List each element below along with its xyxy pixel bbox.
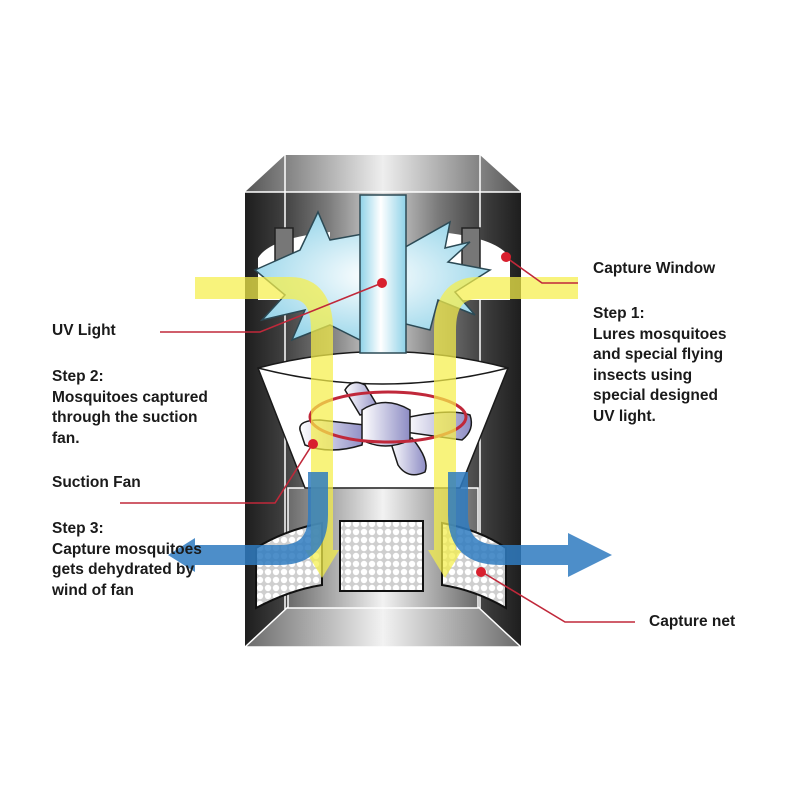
airflow-intake-left [195, 277, 333, 555]
airflow-exhaust [168, 472, 612, 577]
step2-line: fan. [52, 429, 80, 447]
housing-bottom-bevel [243, 606, 523, 648]
fan-blade [389, 437, 427, 476]
step3-heading: Step 3: [52, 520, 104, 537]
window-bracket-right [461, 227, 481, 271]
label-suction-fan: Suction Fan [52, 474, 141, 491]
step2-heading: Step 2: [52, 368, 104, 385]
step1-line: UV light. [593, 407, 656, 425]
uv-light-tube [359, 194, 407, 354]
label-uv-light: UV Light [52, 322, 116, 339]
label-step2: Step 2: Mosquitoes captured through the … [52, 367, 208, 449]
step2-line: Mosquitoes captured [52, 388, 208, 406]
step3-line: Capture mosquitoes [52, 540, 202, 558]
housing-top-bevel [245, 155, 521, 192]
label-step3: Step 3: Capture mosquitoes gets dehydrat… [52, 519, 202, 601]
airflow-exhaust-left-head [168, 538, 195, 572]
leader-dot-uv-light [377, 278, 387, 288]
airflow-intake [195, 277, 578, 578]
leader-dot-suction-fan [308, 439, 318, 449]
fan-hub [361, 401, 411, 447]
step1-line: Lures mosquitoes [593, 325, 727, 343]
leader-capture-window [506, 257, 578, 284]
step2-line: through the suction [52, 409, 198, 426]
capture-net-center [339, 520, 424, 592]
leader-lines [120, 257, 635, 623]
step1-line: and special flying [593, 346, 724, 363]
airflow-intake-right [434, 277, 578, 555]
airflow-exhaust-right [448, 472, 575, 565]
step1-line: special designed [593, 387, 718, 404]
airflow-intake-right-head [428, 550, 462, 578]
leader-suction-fan [120, 444, 313, 504]
label-step1: Step 1: Lures mosquitoes and special fly… [593, 304, 727, 427]
step1-line: insects using [593, 366, 693, 384]
airflow-intake-left-head [305, 550, 339, 578]
funnel-rim [257, 367, 509, 385]
leader-capture-net [481, 571, 635, 623]
leader-dot-capture-net [476, 567, 486, 577]
airflow-exhaust-left [190, 472, 328, 565]
leader-dots [308, 252, 511, 577]
leader-dot-capture-window [501, 252, 511, 262]
step1-heading: Step 1: [593, 305, 645, 322]
label-capture-net: Capture net [649, 613, 736, 630]
leader-uv-light [160, 282, 383, 333]
step3-line: wind of fan [52, 581, 134, 599]
fan-rotation-indicator [308, 390, 468, 444]
step3-line: gets dehydrated by [52, 561, 195, 578]
airflow-exhaust-right-head [568, 533, 612, 577]
label-capture-window: Capture Window [593, 260, 716, 277]
